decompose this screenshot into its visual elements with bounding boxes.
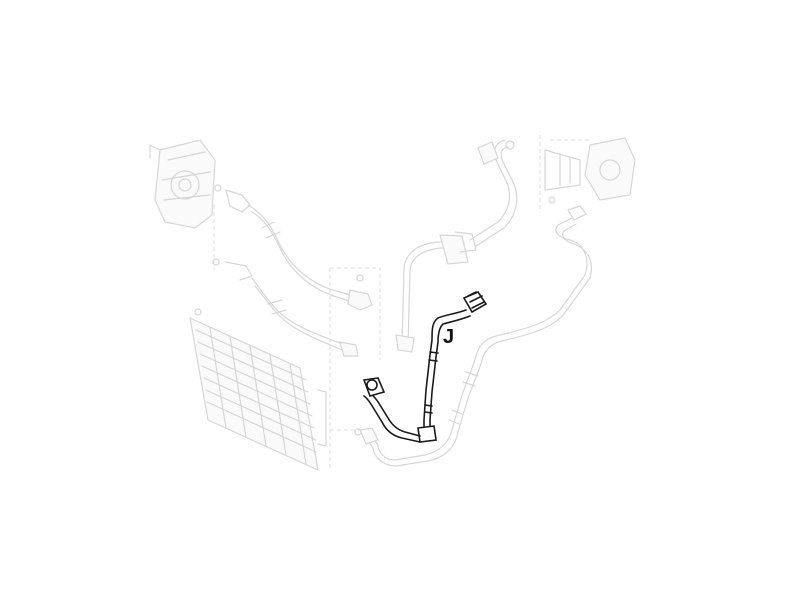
guide-lines	[213, 135, 590, 470]
callout-label-j: J	[443, 326, 454, 348]
upper-center-pipe-faded	[469, 139, 518, 247]
expansion-valve-faded	[544, 137, 636, 221]
compressor-faded	[149, 139, 216, 229]
liquid-line-faded	[395, 231, 477, 353]
hose-j-highlighted	[362, 291, 488, 443]
compressor-fittings-faded	[212, 184, 253, 281]
discharge-hose-faded	[251, 277, 359, 357]
right-pipe-faded	[448, 217, 593, 433]
condenser-faded	[189, 308, 327, 472]
bottom-return-faded	[354, 427, 459, 467]
suction-hose-faded	[247, 204, 373, 311]
